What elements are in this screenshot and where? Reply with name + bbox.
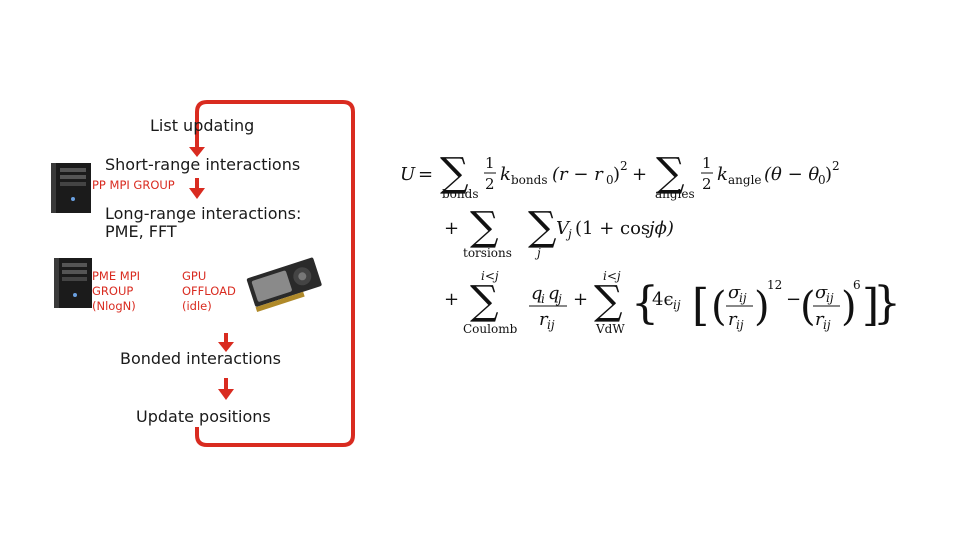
equation-symbol: ( — [800, 284, 816, 330]
equation-symbol: ij — [736, 318, 744, 332]
eq-torsion-term: (1 + cos — [575, 218, 650, 239]
eq-lim-coulomb: Coulomb — [463, 322, 518, 336]
equation-symbol: ) — [825, 164, 832, 185]
equation-symbol: ij — [547, 318, 555, 332]
frac-den: 2 — [485, 175, 495, 193]
frac-num: 1 — [485, 154, 495, 172]
equation-symbol: 2 — [702, 175, 712, 193]
eq-lim-vdw: VdW — [595, 322, 625, 336]
eq-angle-term: (θ − θ — [764, 164, 819, 185]
equation-symbol: + — [444, 289, 459, 310]
equation-symbol: k — [717, 164, 728, 185]
sum-symbol: ∑ — [594, 278, 623, 324]
eq-k-angle-sub: angle — [728, 173, 762, 187]
equation-symbol: 2 — [620, 159, 628, 173]
eq-equals: = — [418, 164, 433, 185]
equation-symbol: ij — [673, 298, 681, 312]
eq-lim-bonds: bonds — [442, 187, 478, 201]
equation-symbol: jϕ) — [645, 218, 674, 239]
equation-symbol: 1 — [702, 154, 712, 172]
eq-lim-torsions: torsions — [463, 246, 512, 260]
eq-k-bonds-sub: bonds — [511, 173, 547, 187]
sum-symbol: ∑ — [470, 278, 499, 324]
eq-lim-angles: angles — [655, 187, 695, 201]
equation-symbol: ij — [739, 291, 747, 305]
eq-four-eps: 4ϵ — [652, 289, 674, 310]
eq-U: U — [400, 164, 416, 185]
equation-symbol: 2 — [832, 159, 840, 173]
equation-symbol: ij — [826, 291, 834, 305]
equation-symbol: ij — [823, 318, 831, 332]
equation-symbol: + — [444, 218, 459, 239]
equation-symbol: + — [573, 289, 588, 310]
equation-symbol: 6 — [853, 278, 861, 292]
equation-symbol: + — [632, 164, 647, 185]
equation-symbol: [ — [692, 280, 709, 331]
sum-symbol: ∑ — [470, 204, 499, 250]
equation-symbol: − — [786, 289, 801, 310]
sum-symbol: ∑ — [528, 204, 557, 250]
eq-k: k — [500, 164, 511, 185]
equation-symbol: 12 — [767, 278, 782, 292]
eq-bond-term: (r − r — [552, 164, 604, 185]
equation-symbol: ( — [711, 284, 727, 330]
equation-symbol: ) — [613, 164, 620, 185]
equation-symbol: } — [873, 278, 901, 329]
equation-symbol: i — [541, 292, 545, 306]
